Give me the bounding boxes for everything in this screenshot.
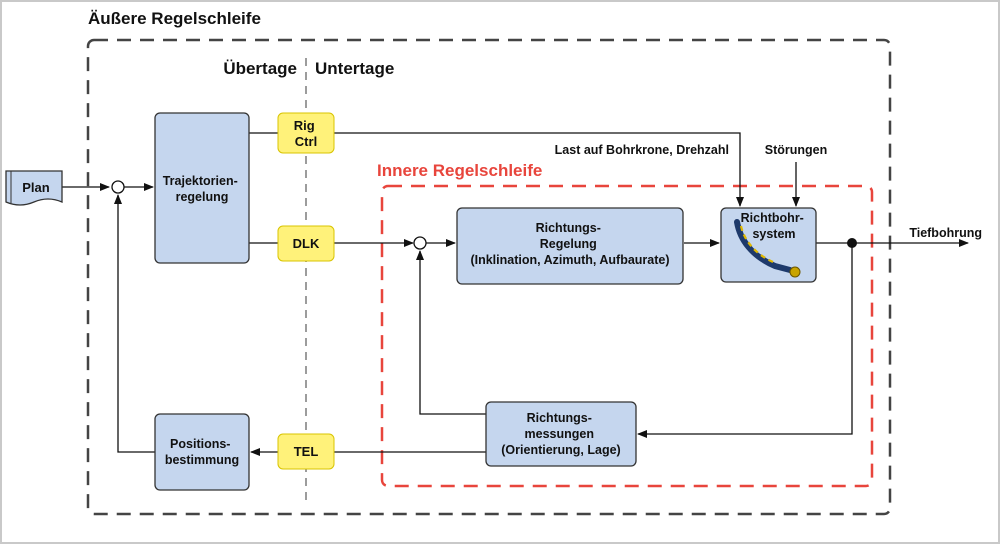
svg-text:Richtungs- messungen: Richtungs- messungen (Orientierung, Lage… (501, 411, 620, 457)
inner-loop-boundary (380, 184, 874, 488)
disturbance-label: Störungen (765, 143, 828, 157)
direction-control-box: Richtungs- Regelung (Inklination, Azimut… (456, 207, 684, 285)
svg-text:Rig Ctrl: Rig Ctrl (294, 118, 319, 149)
tel-box: TEL (277, 433, 335, 470)
drilling-system-line1: Richtbohr- (741, 211, 804, 225)
plan-label: Plan (22, 180, 50, 195)
load-signal-label: Last auf Bohrkrone, Drehzahl (555, 143, 729, 157)
direction-control-line2: Regelung (540, 237, 597, 251)
drilling-system-box: Richtbohr- system (720, 207, 817, 283)
zone-label-surface: Übertage (223, 59, 297, 78)
tel-label: TEL (294, 444, 319, 459)
summing-junction-inner (413, 236, 427, 250)
outer-loop-boundary (86, 38, 892, 516)
drilling-system-line2: system (752, 227, 795, 241)
rigctrl-to-drilling-arrow (334, 132, 744, 207)
direction-control-line3: (Inklination, Azimuth, Aufbaurate) (470, 253, 669, 267)
direction-measurement-box: Richtungs- messungen (Orientierung, Lage… (485, 401, 637, 467)
inner-loop-title: Innere Regelschleife (377, 161, 542, 180)
drill-tool-icon (734, 219, 801, 278)
direction-measurement-line2: messungen (525, 427, 594, 441)
position-label-line1: Positions- (170, 437, 230, 451)
svg-text:Trajektorien- regelung: Trajektorien- regelung (163, 174, 242, 204)
dlk-label: DLK (293, 236, 320, 251)
rig-ctrl-label-line1: Rig (294, 118, 315, 133)
output-label: Tiefbohrung (909, 226, 982, 240)
dlk-box: DLK (277, 225, 335, 262)
summing-junction-outer (111, 180, 125, 194)
direction-control-line1: Richtungs- (536, 221, 601, 235)
svg-text:Richtbohr- system: Richtbohr- system (741, 211, 808, 241)
trajectory-control-box: Trajektorien- regelung (154, 112, 250, 264)
zone-label-underground: Untertage (315, 59, 394, 78)
feedback-to-measurement-arrow (637, 243, 853, 438)
direction-measurement-line3: (Orientierung, Lage) (501, 443, 620, 457)
rig-ctrl-label-line2: Ctrl (295, 134, 317, 149)
svg-text:Positions- bestimmung: Positions- bestimmung (165, 437, 239, 467)
plan-node: Plan (5, 170, 63, 206)
svg-text:Richtungs- Regelung: Richtungs- Regelung (Inklination, Azimut… (470, 221, 669, 267)
direction-measurement-line1: Richtungs- (527, 411, 592, 425)
measurement-to-sum2-arrow (416, 250, 486, 415)
outer-loop-title: Äußere Regelschleife (88, 9, 261, 28)
position-label-line2: bestimmung (165, 453, 239, 467)
position-to-sum-arrow (114, 194, 155, 453)
position-box: Positions- bestimmung (154, 413, 250, 491)
rig-ctrl-box: Rig Ctrl (277, 112, 335, 154)
trajectory-label-line2: regelung (176, 190, 229, 204)
trajectory-label-line1: Trajektorien- (163, 174, 238, 188)
